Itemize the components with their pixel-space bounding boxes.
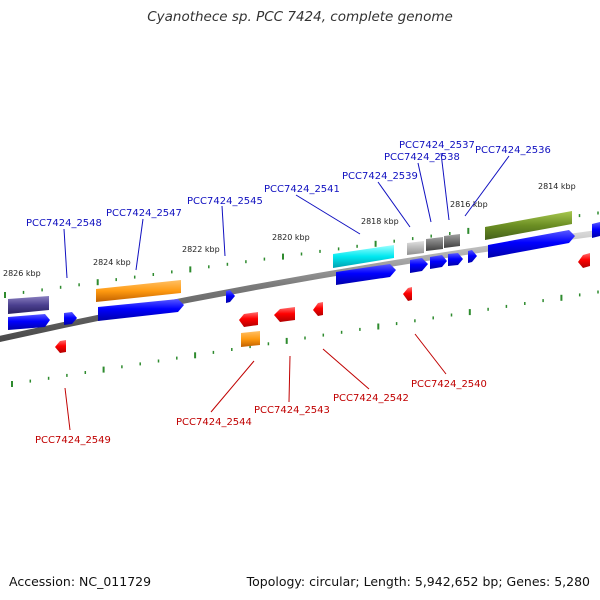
leader-line [377, 181, 411, 228]
gene-label[interactable]: PCC7424_2538 [384, 152, 460, 163]
gene-feature[interactable] [8, 296, 49, 314]
scale-label: 2820 kbp [272, 233, 310, 242]
cds-arrow[interactable] [403, 287, 412, 301]
gene-label[interactable]: PCC7424_2544 [176, 417, 252, 428]
cds-arrow[interactable] [468, 250, 477, 263]
label-leader-lines [63, 152, 510, 431]
cds-arrow[interactable] [64, 312, 77, 325]
cds-arrow[interactable] [55, 340, 66, 353]
cds-arrow[interactable] [8, 314, 50, 330]
cds-arrow[interactable] [410, 258, 428, 273]
gene-label[interactable]: PCC7424_2545 [187, 196, 263, 207]
gene-feature[interactable] [333, 245, 394, 268]
accession-text: Accession: NC_011729 [9, 574, 152, 589]
leader-line [63, 228, 68, 279]
reverse-strand-genes [55, 253, 590, 353]
genome-title: Cyanothece sp. PCC 7424, complete genome [147, 9, 453, 25]
gene-feature[interactable] [241, 331, 260, 347]
leader-line [64, 387, 71, 431]
scale-label: 2822 kbp [182, 245, 220, 254]
gene-label[interactable]: PCC7424_2537 [399, 140, 475, 151]
cds-arrow[interactable] [239, 312, 258, 327]
forward-strand-genes [8, 211, 600, 330]
cds-arrow[interactable] [98, 299, 184, 321]
gene-feature[interactable] [485, 211, 572, 240]
scale-label: 2816 kbp [450, 200, 488, 209]
cds-arrow[interactable] [313, 302, 323, 316]
cds-arrow[interactable] [226, 290, 235, 303]
gene-feature[interactable] [407, 241, 424, 255]
leader-line [417, 162, 432, 223]
scale-label: 2826 kbp [3, 269, 41, 278]
leader-line [210, 360, 255, 413]
gene-label[interactable]: PCC7424_2539 [342, 171, 418, 182]
gene-label[interactable]: PCC7424_2549 [35, 435, 111, 446]
gene-feature[interactable] [96, 280, 181, 302]
reverse-gene-labels: PCC7424_2549 PCC7424_2544 PCC7424_2543 P… [35, 379, 487, 446]
gene-feature[interactable] [444, 234, 460, 248]
gene-label[interactable]: PCC7424_2548 [26, 218, 102, 229]
cds-arrow[interactable] [592, 222, 600, 238]
scale-labels: 2826 kbp 2824 kbp 2822 kbp 2820 kbp 2818… [3, 182, 576, 278]
scale-label: 2824 kbp [93, 258, 131, 267]
leader-line [322, 348, 370, 390]
cds-arrow[interactable] [274, 307, 295, 322]
gene-label[interactable]: PCC7424_2536 [475, 145, 551, 156]
leader-line [414, 333, 447, 375]
gene-label[interactable]: PCC7424_2543 [254, 405, 330, 416]
cds-arrow[interactable] [336, 264, 396, 285]
leader-line [295, 194, 361, 235]
gene-label[interactable]: PCC7424_2547 [106, 208, 182, 219]
cds-arrow[interactable] [430, 255, 447, 269]
gene-label[interactable]: PCC7424_2540 [411, 379, 487, 390]
scale-label: 2818 kbp [361, 217, 399, 226]
cds-arrow[interactable] [488, 230, 575, 258]
cds-arrow[interactable] [578, 253, 590, 268]
gene-label[interactable]: PCC7424_2542 [333, 393, 409, 404]
leader-line [221, 205, 226, 257]
cds-arrow[interactable] [448, 253, 463, 266]
leader-line [464, 155, 510, 217]
genome-summary-text: Topology: circular; Length: 5,942,652 bp… [246, 574, 590, 589]
gene-label[interactable]: PCC7424_2541 [264, 184, 340, 195]
scale-ticks [4, 211, 599, 387]
leader-line [288, 355, 291, 403]
forward-gene-labels: PCC7424_2548 PCC7424_2547 PCC7424_2545 P… [26, 140, 551, 229]
gene-feature[interactable] [426, 237, 443, 251]
scale-label: 2814 kbp [538, 182, 576, 191]
leader-line [135, 218, 144, 271]
leader-line [440, 152, 450, 221]
